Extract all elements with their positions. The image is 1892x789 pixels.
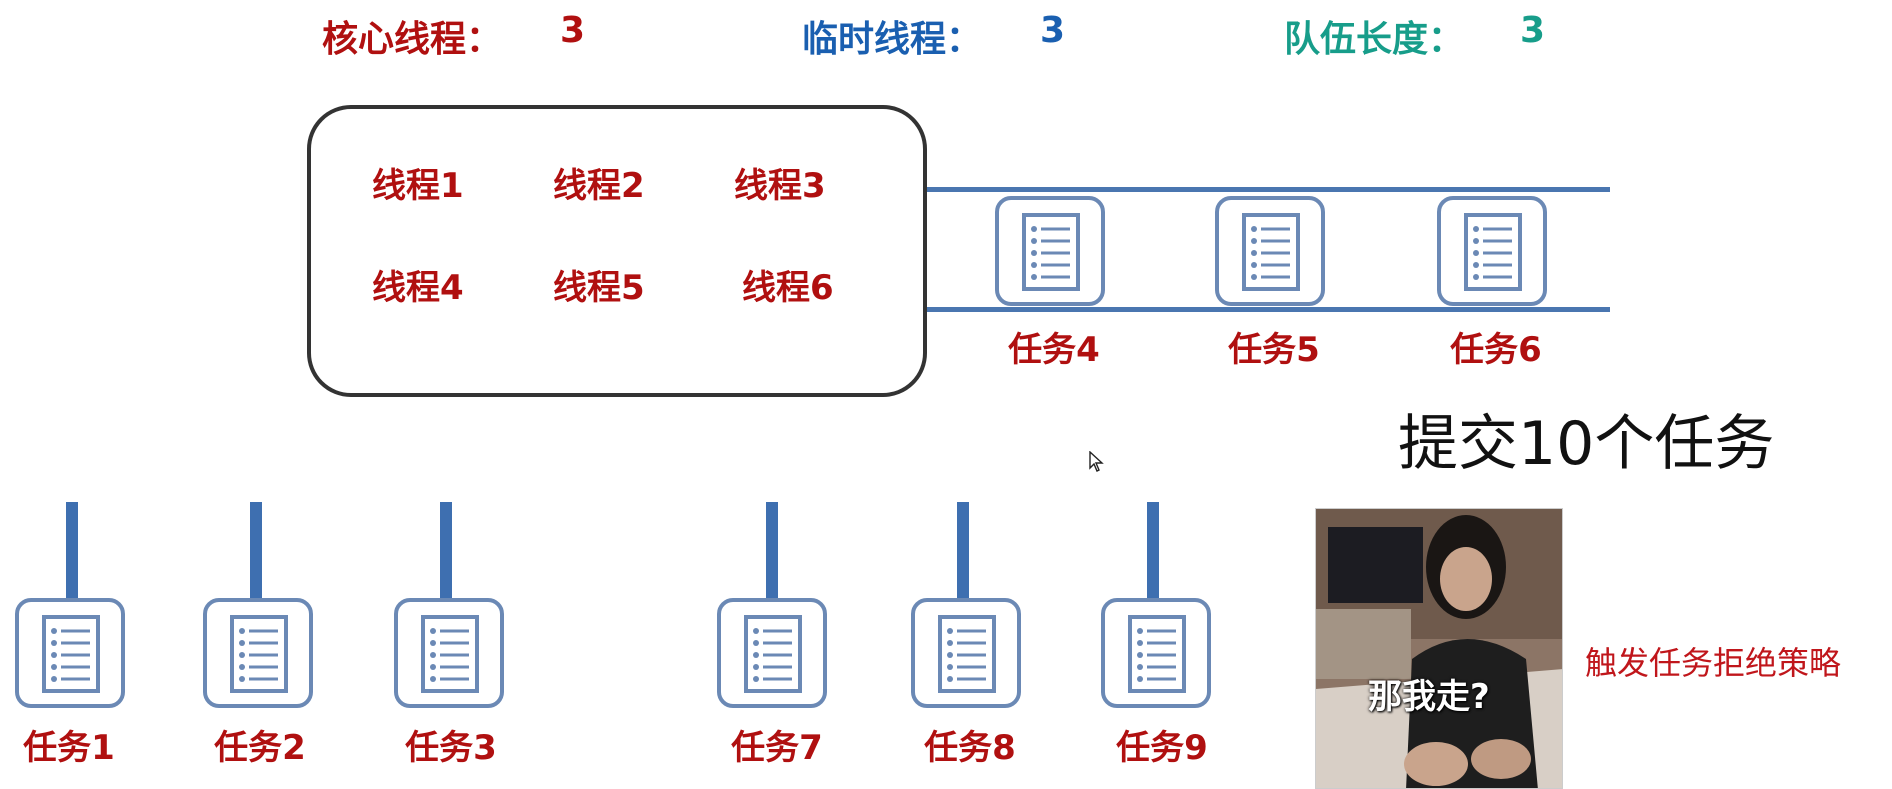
mouse-cursor-icon <box>1089 451 1104 472</box>
document-list-icon <box>1242 213 1300 291</box>
document-list-icon <box>744 615 802 693</box>
thread-label: 线程5 <box>553 268 645 308</box>
document-list-icon <box>42 615 100 693</box>
task-label: 任务2 <box>214 728 306 768</box>
meme-caption: 那我走? <box>1368 677 1490 717</box>
task-label: 任务6 <box>1450 330 1542 370</box>
task-label: 任务9 <box>1116 728 1208 768</box>
task-stem <box>440 502 452 602</box>
running-task-card <box>1101 598 1211 708</box>
core-thread-value: 3 <box>560 10 586 51</box>
task-stem <box>766 502 778 602</box>
reject-policy-caption: 触发任务拒绝策略 <box>1585 644 1842 682</box>
submit-caption: 提交10个任务 <box>1398 409 1775 479</box>
thread-label: 线程3 <box>734 166 826 206</box>
document-list-icon <box>1464 213 1522 291</box>
queue-length-label: 队伍长度： <box>1284 19 1465 60</box>
meme-image <box>1316 509 1562 788</box>
thread-label: 线程2 <box>553 166 645 206</box>
core-thread-label: 核心线程： <box>322 19 503 60</box>
running-task-card <box>15 598 125 708</box>
queue-task-card <box>995 196 1105 306</box>
queue-task-card <box>1215 196 1325 306</box>
task-stem <box>66 502 78 602</box>
task-label: 任务1 <box>23 728 115 768</box>
temp-thread-value: 3 <box>1040 10 1066 51</box>
task-stem <box>957 502 969 602</box>
thread-pool-box <box>307 105 927 397</box>
task-label: 任务3 <box>405 728 497 768</box>
document-list-icon <box>1128 615 1186 693</box>
running-task-card <box>717 598 827 708</box>
queue-rail-top <box>927 187 1610 192</box>
running-task-card <box>394 598 504 708</box>
queue-rail-bottom <box>927 307 1610 312</box>
task-label: 任务4 <box>1008 330 1100 370</box>
running-task-card <box>911 598 1021 708</box>
queue-task-card <box>1437 196 1547 306</box>
document-list-icon <box>421 615 479 693</box>
task-label: 任务5 <box>1228 330 1320 370</box>
task-stem <box>1147 502 1159 602</box>
running-task-card <box>203 598 313 708</box>
document-list-icon <box>230 615 288 693</box>
document-list-icon <box>1022 213 1080 291</box>
task-label: 任务7 <box>731 728 823 768</box>
thread-label: 线程1 <box>372 166 464 206</box>
task-stem <box>250 502 262 602</box>
temp-thread-label: 临时线程： <box>802 19 983 60</box>
document-list-icon <box>938 615 996 693</box>
task-label: 任务8 <box>924 728 1016 768</box>
meme-photo: 那我走? <box>1315 508 1563 789</box>
thread-label: 线程4 <box>372 268 464 308</box>
queue-length-value: 3 <box>1520 10 1546 51</box>
thread-label: 线程6 <box>742 268 834 308</box>
